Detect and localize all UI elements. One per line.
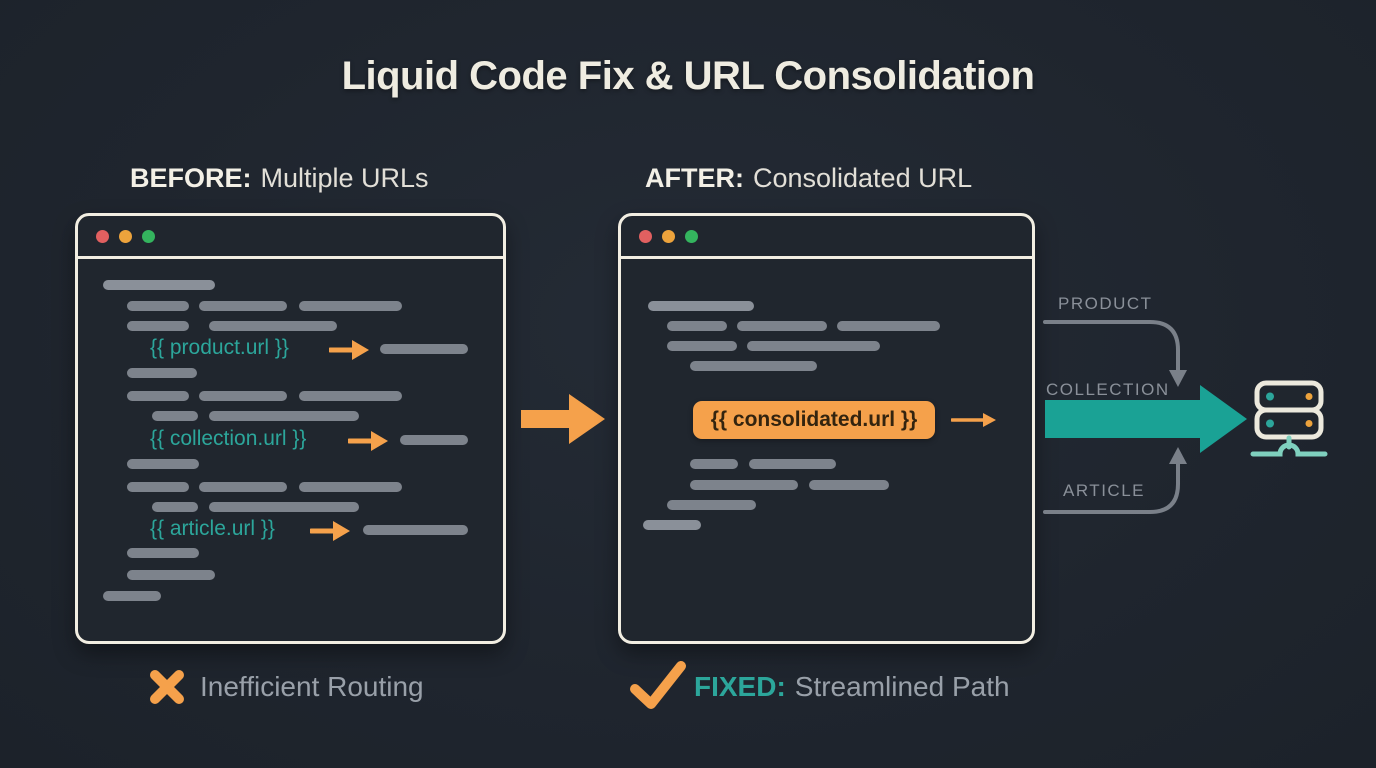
code-line-bar	[127, 548, 199, 558]
code-line-bar	[127, 459, 199, 469]
after-caption-text: Streamlined Path	[794, 671, 1010, 702]
consolidated-url-badge: {{ consolidated.url }}	[693, 401, 935, 439]
code-line-bar	[380, 344, 468, 354]
code-line-bar	[643, 520, 701, 530]
after-heading: AFTER: Consolidated URL	[645, 163, 972, 194]
code-line-bar	[299, 301, 402, 311]
code-line-bar	[103, 591, 161, 601]
product-arrow-icon	[329, 340, 369, 360]
collection-url-token: {{ collection.url }}	[150, 427, 307, 450]
window-close-icon	[96, 229, 109, 243]
routing-label-article: ARTICLE	[1063, 481, 1145, 500]
window-maximize-icon	[685, 229, 698, 243]
article-route-path	[1043, 460, 1180, 514]
code-line-bar	[667, 321, 727, 331]
code-line-bar	[648, 301, 754, 311]
code-line-bar	[749, 459, 836, 469]
code-line-bar	[199, 482, 287, 492]
consolidated-arrow-icon	[951, 413, 996, 427]
before-caption: Inefficient Routing	[200, 671, 424, 702]
code-line-bar	[209, 411, 359, 421]
after-window-titlebar	[621, 216, 1032, 259]
code-line-bar	[199, 301, 287, 311]
code-line-bar	[127, 321, 189, 331]
check-icon	[630, 661, 686, 709]
transition-arrow-icon	[521, 394, 605, 444]
code-line-bar	[667, 500, 756, 510]
article-route-arrowhead-icon	[1169, 447, 1187, 464]
product-route-path	[1043, 320, 1180, 374]
code-line-bar	[299, 391, 402, 401]
page-title: Liquid Code Fix & URL Consolidation	[341, 54, 1035, 98]
code-line-bar	[299, 482, 402, 492]
code-line-bar	[690, 361, 817, 371]
code-line-bar	[400, 435, 468, 445]
code-line-bar	[152, 411, 198, 421]
code-line-bar	[690, 459, 738, 469]
product-url-token: {{ product.url }}	[150, 336, 289, 359]
after-caption-label: FIXED:	[694, 671, 786, 702]
code-line-bar	[809, 480, 889, 490]
code-line-bar	[127, 570, 215, 580]
server-icon	[1250, 380, 1328, 457]
product-route-arrowhead-icon	[1169, 370, 1187, 387]
code-line-bar	[127, 301, 189, 311]
cross-icon	[150, 670, 184, 704]
code-line-bar	[667, 341, 737, 351]
window-minimize-icon	[662, 229, 675, 243]
routing-paths-diagram	[1043, 320, 1247, 514]
code-line-bar	[127, 391, 189, 401]
after-browser-window: {{ consolidated.url }}	[618, 213, 1035, 644]
routing-label-product: PRODUCT	[1058, 294, 1153, 313]
code-line-bar	[737, 321, 827, 331]
before-browser-window: {{ product.url }} {{ collection.url }} {…	[75, 213, 506, 644]
before-window-titlebar	[78, 216, 503, 259]
before-heading: BEFORE: Multiple URLs	[130, 163, 429, 194]
code-line-bar	[127, 368, 197, 378]
code-line-bar	[690, 480, 798, 490]
code-line-bar	[152, 502, 198, 512]
window-maximize-icon	[142, 229, 155, 243]
consolidated-route-arrow-icon	[1045, 385, 1247, 453]
code-line-bar	[209, 321, 337, 331]
code-line-bar	[199, 391, 287, 401]
after-heading-label: AFTER:	[645, 163, 744, 193]
after-heading-text: Consolidated URL	[752, 163, 973, 193]
article-arrow-icon	[310, 521, 350, 541]
collection-arrow-icon	[348, 431, 388, 451]
code-line-bar	[103, 280, 215, 290]
window-minimize-icon	[119, 229, 132, 243]
article-url-token: {{ article.url }}	[150, 517, 275, 540]
before-heading-text: Multiple URLs	[260, 163, 429, 193]
code-line-bar	[747, 341, 880, 351]
window-close-icon	[639, 229, 652, 243]
code-line-bar	[363, 525, 468, 535]
before-heading-label: BEFORE:	[130, 163, 252, 193]
code-line-bar	[837, 321, 940, 331]
routing-label-collection: COLLECTION	[1046, 380, 1170, 399]
after-caption: FIXED: Streamlined Path	[694, 671, 1010, 703]
code-line-bar	[209, 502, 359, 512]
code-line-bar	[127, 482, 189, 492]
